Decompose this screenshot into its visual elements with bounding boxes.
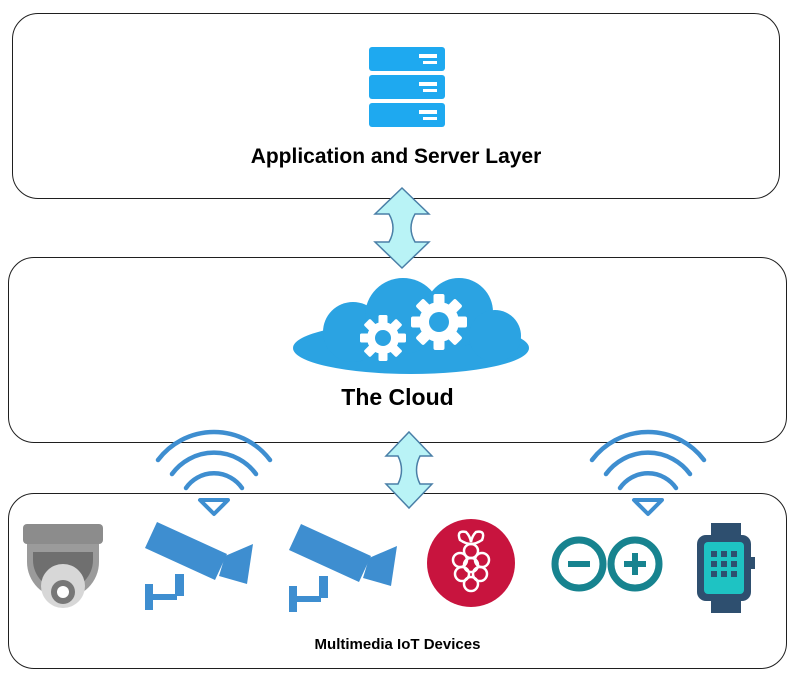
- wifi-icon: [589, 429, 707, 516]
- raspberry-pi-icon: [427, 519, 515, 607]
- smartwatch-icon: [697, 523, 755, 613]
- dome-camera-icon: [23, 524, 103, 608]
- arduino-icon: [551, 536, 663, 592]
- application-server-layer: Application and Server Layer: [12, 13, 780, 199]
- double-arrow-icon: [373, 186, 431, 270]
- cctv-camera-icon: [145, 522, 253, 610]
- cloud-gears-icon: [293, 278, 529, 374]
- double-arrow-icon: [384, 430, 434, 510]
- cloud-layer-label: The Cloud: [341, 384, 454, 410]
- wifi-icon: [155, 429, 273, 516]
- iot-devices-layer-label: Multimedia IoT Devices: [314, 636, 481, 653]
- iot-devices-layer: Multimedia IoT Devices: [8, 493, 787, 669]
- application-layer-label: Application and Server Layer: [250, 145, 542, 168]
- cctv-camera-icon: [289, 524, 397, 612]
- cloud-layer: The Cloud: [8, 257, 787, 443]
- server-rack-icon: [369, 47, 445, 127]
